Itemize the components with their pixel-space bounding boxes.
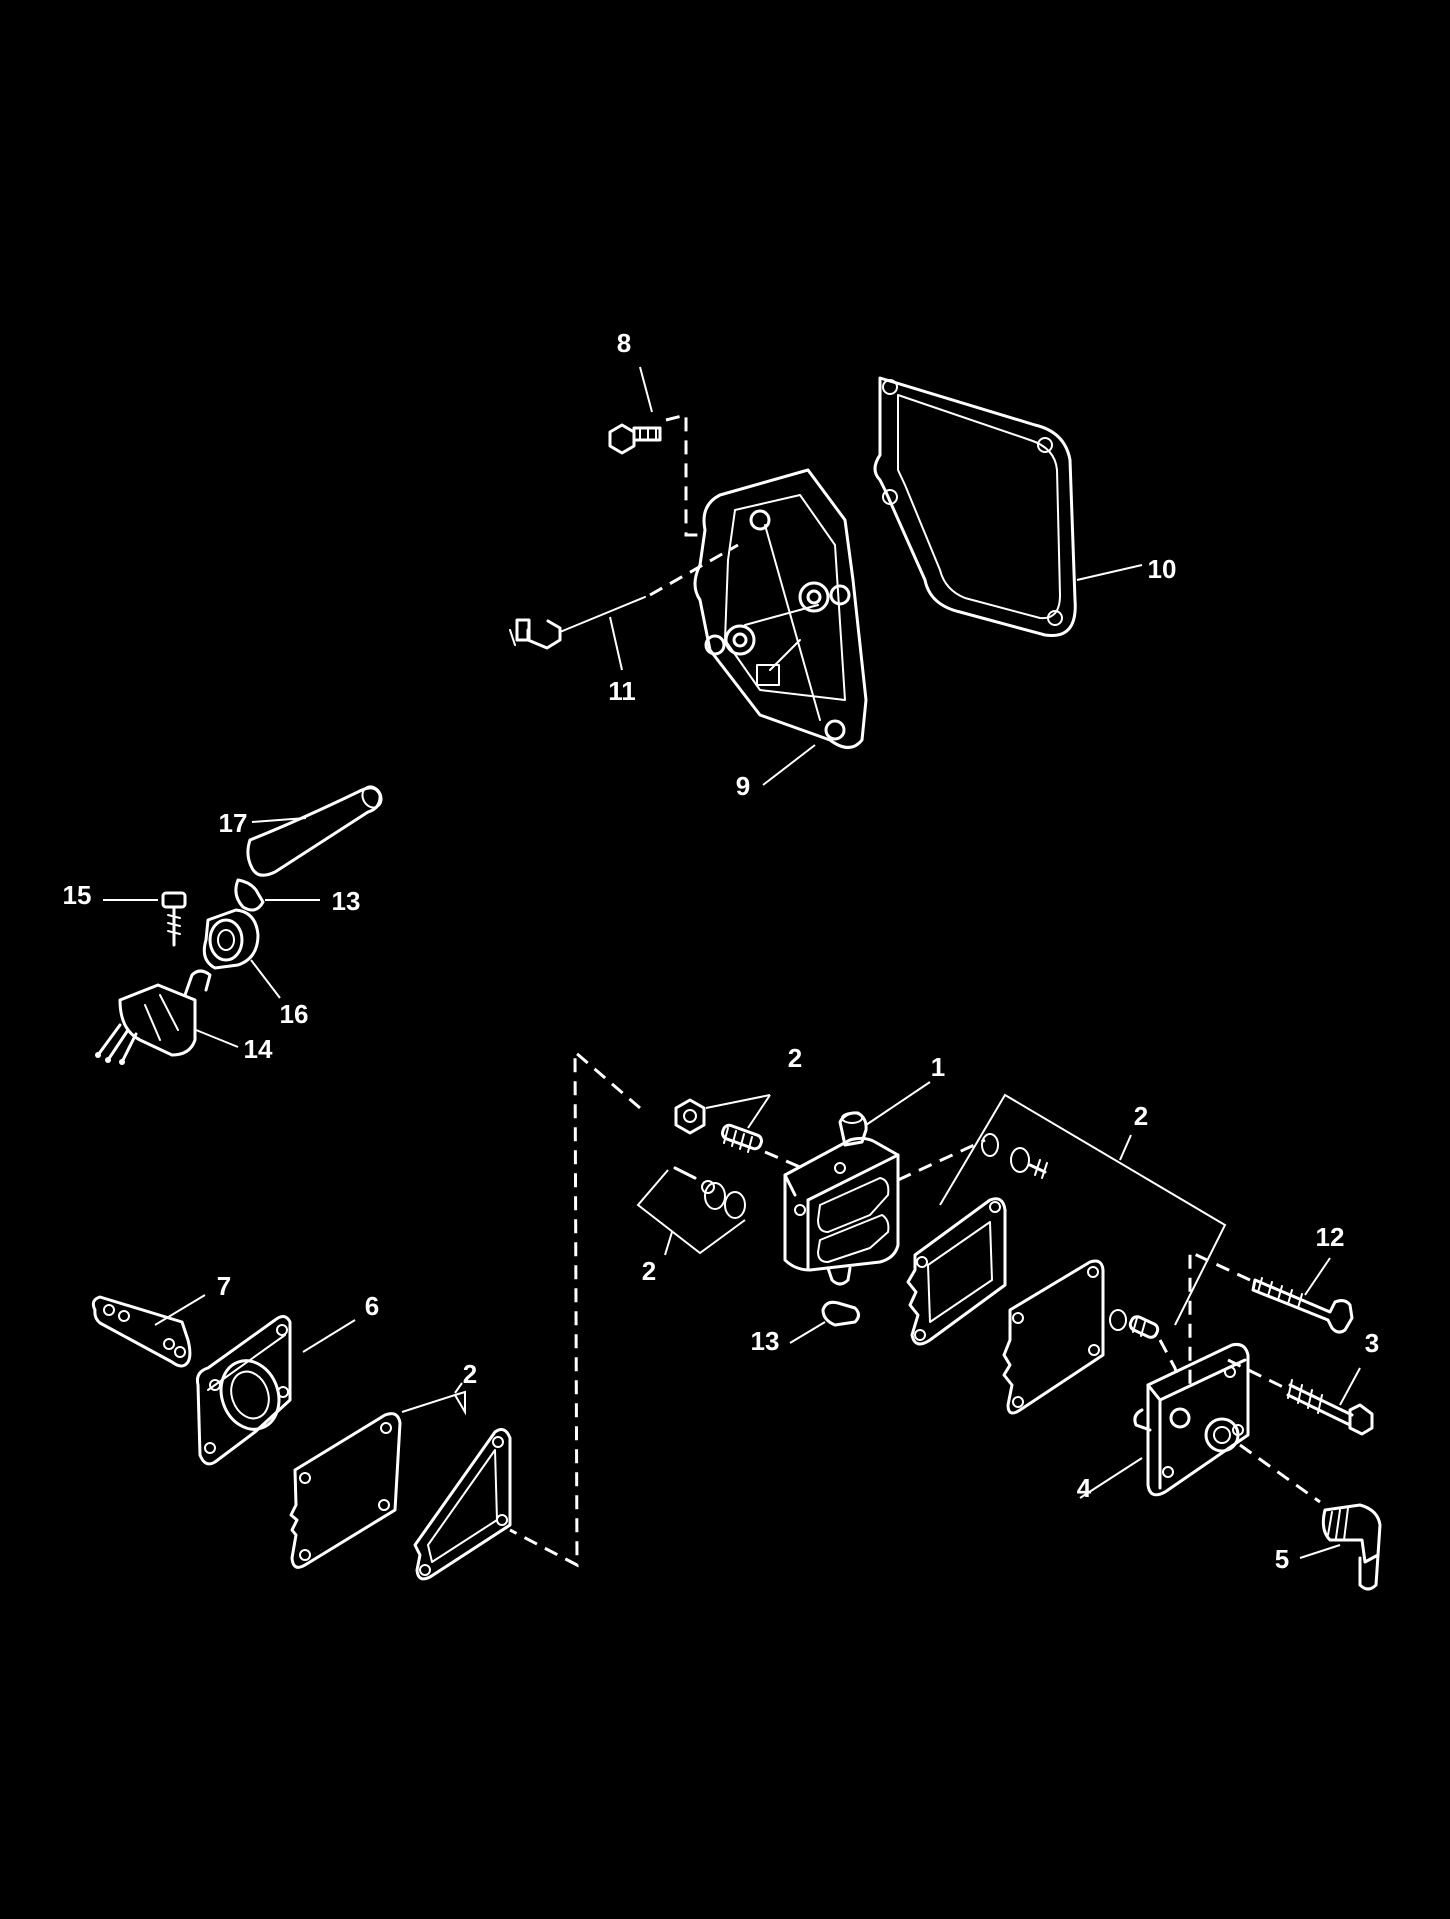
- callout-3: 3: [1365, 1328, 1379, 1358]
- part-8-bolt: [608, 423, 662, 455]
- part-2-gasket-right: [906, 1197, 1007, 1346]
- part-2-diaphragm-right: [1002, 1259, 1105, 1415]
- callout-17: 17: [219, 808, 248, 838]
- leader-5: [1299, 1544, 1341, 1559]
- part-1-pump-body: [783, 1111, 900, 1286]
- part-15-screw: [161, 891, 187, 947]
- dashline-4: [1239, 1443, 1321, 1504]
- callout-9: 9: [736, 771, 750, 801]
- part-2-washer: [674, 1098, 706, 1135]
- leader-2-bottom-left-stem: [454, 1382, 463, 1394]
- callout-2-top: 2: [788, 1043, 802, 1073]
- leader-16: [250, 959, 281, 999]
- callout-10: 10: [1148, 554, 1177, 584]
- leader-6: [302, 1319, 356, 1353]
- part-10-gasket: [873, 376, 1077, 638]
- callout-4: 4: [1077, 1473, 1092, 1503]
- part-3-screw: [1286, 1379, 1374, 1436]
- callout-5: 5: [1275, 1544, 1289, 1574]
- part-2-diaphragm-left: [289, 1412, 402, 1569]
- part-6-reed-block: [196, 1315, 292, 1466]
- callout-8: 8: [617, 328, 631, 358]
- callout-16: 16: [280, 999, 309, 1029]
- leader-17: [251, 817, 307, 823]
- part-14-valve: [95, 969, 212, 1065]
- part-13-clamp-left: [234, 878, 265, 912]
- callout-13-right: 13: [751, 1326, 780, 1356]
- callout-15: 15: [63, 880, 92, 910]
- leader-13-right: [789, 1321, 826, 1344]
- leader-2-top-b: [747, 1094, 771, 1129]
- dashline-8: [665, 413, 705, 537]
- callout-2-left: 2: [642, 1256, 656, 1286]
- leader-10: [1076, 564, 1143, 581]
- leader-2-left-bracket: [636, 1169, 746, 1255]
- leader-2-big-stem: [1119, 1134, 1132, 1161]
- part-5-elbow: [1321, 1503, 1382, 1591]
- leader-8: [639, 366, 653, 413]
- part-2-gasket-left: [413, 1428, 512, 1581]
- callout-12: 12: [1316, 1222, 1345, 1252]
- part-13-clamp-right: [821, 1300, 860, 1327]
- part-7-plate: [91, 1295, 192, 1368]
- callout-11: 11: [608, 676, 636, 706]
- part-2-spring-top: [721, 1123, 763, 1153]
- part-9-cover: [693, 468, 868, 749]
- leader-2-big-bracket: [939, 1093, 1227, 1326]
- callout-7: 7: [217, 1271, 231, 1301]
- leader-4: [1079, 1457, 1143, 1499]
- leader-2-top-a: [705, 1094, 771, 1109]
- leader-9: [762, 744, 816, 786]
- leader-1: [865, 1081, 931, 1126]
- dashline-pump: [897, 1138, 986, 1182]
- callout-6: 6: [365, 1291, 379, 1321]
- part-2-spring-right: [1109, 1309, 1160, 1339]
- dashline-spring-right: [1158, 1339, 1180, 1381]
- part-11-wire: [509, 596, 646, 650]
- part-12-screw: [1251, 1277, 1354, 1334]
- leader-7: [154, 1294, 206, 1326]
- dashline-11: [649, 543, 739, 597]
- part-4-pump-cover: [1133, 1343, 1250, 1497]
- leader-12: [1304, 1257, 1331, 1296]
- dashline-3: [1227, 1358, 1286, 1390]
- leader-2-bottom-left: [401, 1390, 466, 1416]
- callout-13-left: 13: [332, 886, 361, 916]
- part-17-hose: [246, 785, 383, 877]
- callout-2-right: 2: [1134, 1101, 1148, 1131]
- leader-3: [1339, 1367, 1361, 1406]
- part-16-grommet: [202, 908, 260, 970]
- leader-14: [195, 1029, 239, 1048]
- callout-14: 14: [244, 1034, 273, 1064]
- dashline-spring: [764, 1150, 801, 1169]
- part-2-orings-right: [981, 1133, 1048, 1179]
- callout-1: 1: [931, 1052, 945, 1082]
- callout-2-bottom-left: 2: [463, 1359, 477, 1389]
- dashline-long-bracket: [509, 1048, 641, 1568]
- leader-11: [609, 616, 623, 671]
- leader-2-left-stem: [664, 1231, 673, 1256]
- part-2-check-valve: [673, 1166, 746, 1219]
